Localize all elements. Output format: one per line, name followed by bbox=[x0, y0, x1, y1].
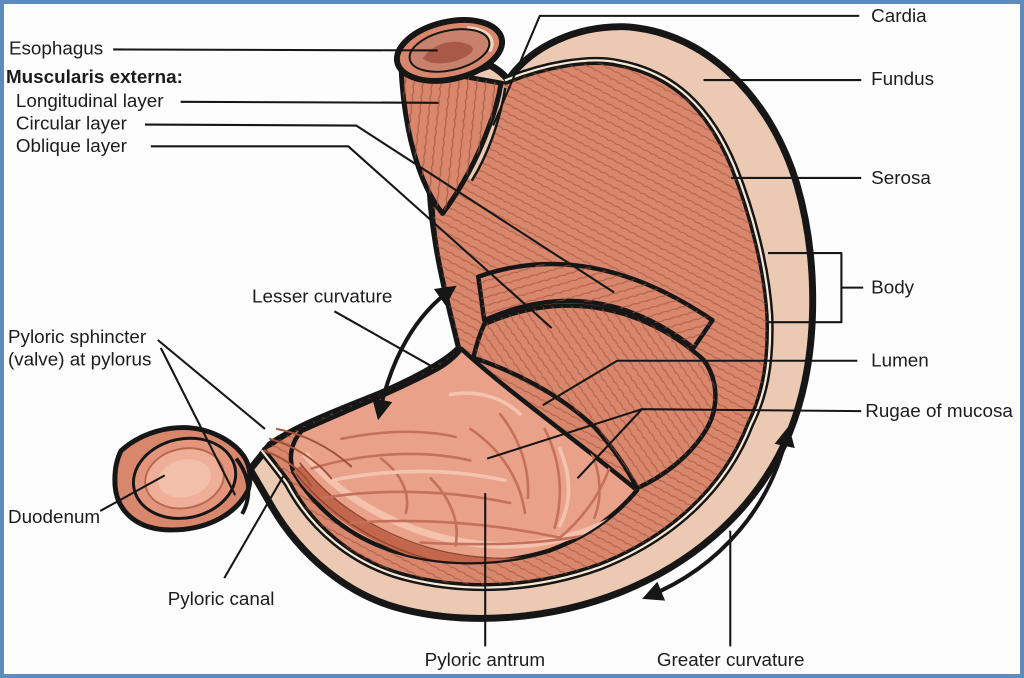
label-esophagus: Esophagus bbox=[9, 37, 103, 58]
label-oblique-layer: Oblique layer bbox=[16, 135, 127, 156]
lesser-curvature-arrow bbox=[372, 285, 457, 421]
label-pyloric-antrum: Pyloric antrum bbox=[425, 649, 545, 670]
label-muscularis-externa: Muscularis externa: bbox=[6, 66, 183, 87]
stomach-muscle-circular-band bbox=[476, 261, 715, 351]
label-greater-curvature: Greater curvature bbox=[657, 649, 805, 670]
leader-lines bbox=[99, 14, 864, 647]
label-pyloric-sphincter-line2: (valve) at pylorus bbox=[8, 349, 151, 370]
label-lumen: Lumen bbox=[871, 350, 929, 371]
label-rugae-of-mucosa: Rugae of mucosa bbox=[865, 400, 1013, 421]
label-lesser-curvature: Lesser curvature bbox=[252, 285, 392, 306]
label-fundus: Fundus bbox=[871, 68, 934, 89]
label-pyloric-sphincter-line1: Pyloric sphincter bbox=[8, 326, 146, 347]
label-serosa: Serosa bbox=[871, 167, 931, 188]
pyloric-folds bbox=[262, 427, 353, 488]
label-pyloric-canal: Pyloric canal bbox=[168, 588, 275, 609]
label-circular-layer: Circular layer bbox=[16, 113, 127, 134]
greater-curvature-arrow bbox=[642, 425, 795, 601]
label-duodenum: Duodenum bbox=[8, 506, 100, 527]
label-cardia: Cardia bbox=[871, 5, 927, 26]
stomach-illustration: Esophagus Muscularis externa: Longitudin… bbox=[6, 5, 1013, 670]
label-longitudinal-layer: Longitudinal layer bbox=[16, 90, 164, 111]
label-body: Body bbox=[871, 277, 915, 298]
esophagus-opening bbox=[393, 17, 506, 84]
